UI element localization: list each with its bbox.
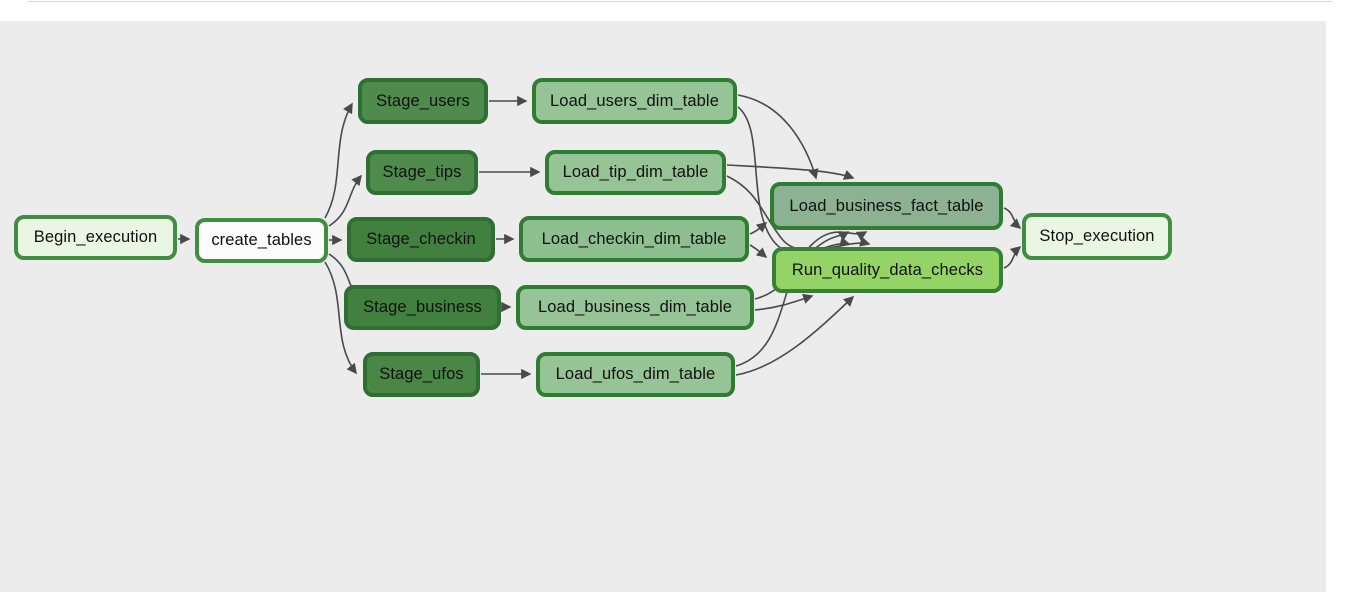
dag-node-create_tables[interactable]: create_tables (195, 218, 328, 263)
dag-node-load_tip_dim_table[interactable]: Load_tip_dim_table (545, 150, 726, 195)
dag-node-stage_checkin[interactable]: Stage_checkin (347, 217, 495, 262)
dag-node-label: Load_users_dim_table (550, 91, 719, 110)
dag-node-label: Load_checkin_dim_table (541, 229, 727, 248)
dag-node-stage_ufos[interactable]: Stage_ufos (363, 352, 480, 397)
dag-node-label: Stage_checkin (366, 230, 476, 248)
dag-node-label: create_tables (211, 231, 312, 249)
dag-node-load_business_fact_table[interactable]: Load_business_fact_table (770, 182, 1003, 230)
window-top-divider (28, 1, 1332, 2)
dag-node-load_users_dim_table[interactable]: Load_users_dim_table (532, 78, 737, 124)
dag-node-label: Load_business_dim_table (537, 298, 733, 316)
dag-node-label: Load_tip_dim_table (562, 163, 709, 181)
dag-node-begin_execution[interactable]: Begin_execution (14, 215, 177, 260)
dag-node-stage_business[interactable]: Stage_business (344, 285, 501, 330)
dag-node-label: Load_business_fact_table (789, 196, 984, 215)
dag-node-label: Load_ufos_dim_table (555, 365, 716, 383)
dag-node-label: Stage_users (376, 91, 470, 110)
dag-node-stage_users[interactable]: Stage_users (358, 78, 488, 124)
dag-node-load_ufos_dim_table[interactable]: Load_ufos_dim_table (536, 352, 735, 397)
dag-node-label: Begin_execution (33, 228, 158, 246)
dag-node-label: Run_quality_data_checks (791, 260, 984, 279)
dag-node-load_business_dim_table[interactable]: Load_business_dim_table (516, 285, 754, 330)
dag-node-stage_tips[interactable]: Stage_tips (366, 150, 478, 195)
dag-node-label: Stage_business (363, 298, 482, 316)
dag-node-run_quality_data_checks[interactable]: Run_quality_data_checks (772, 247, 1003, 293)
dag-node-label: Stop_execution (1039, 227, 1155, 245)
dag-node-stop_execution[interactable]: Stop_execution (1022, 213, 1172, 260)
dag-node-label: Stage_ufos (379, 365, 464, 383)
dag-node-label: Stage_tips (382, 163, 462, 181)
dag-node-load_checkin_dim_table[interactable]: Load_checkin_dim_table (519, 216, 749, 262)
